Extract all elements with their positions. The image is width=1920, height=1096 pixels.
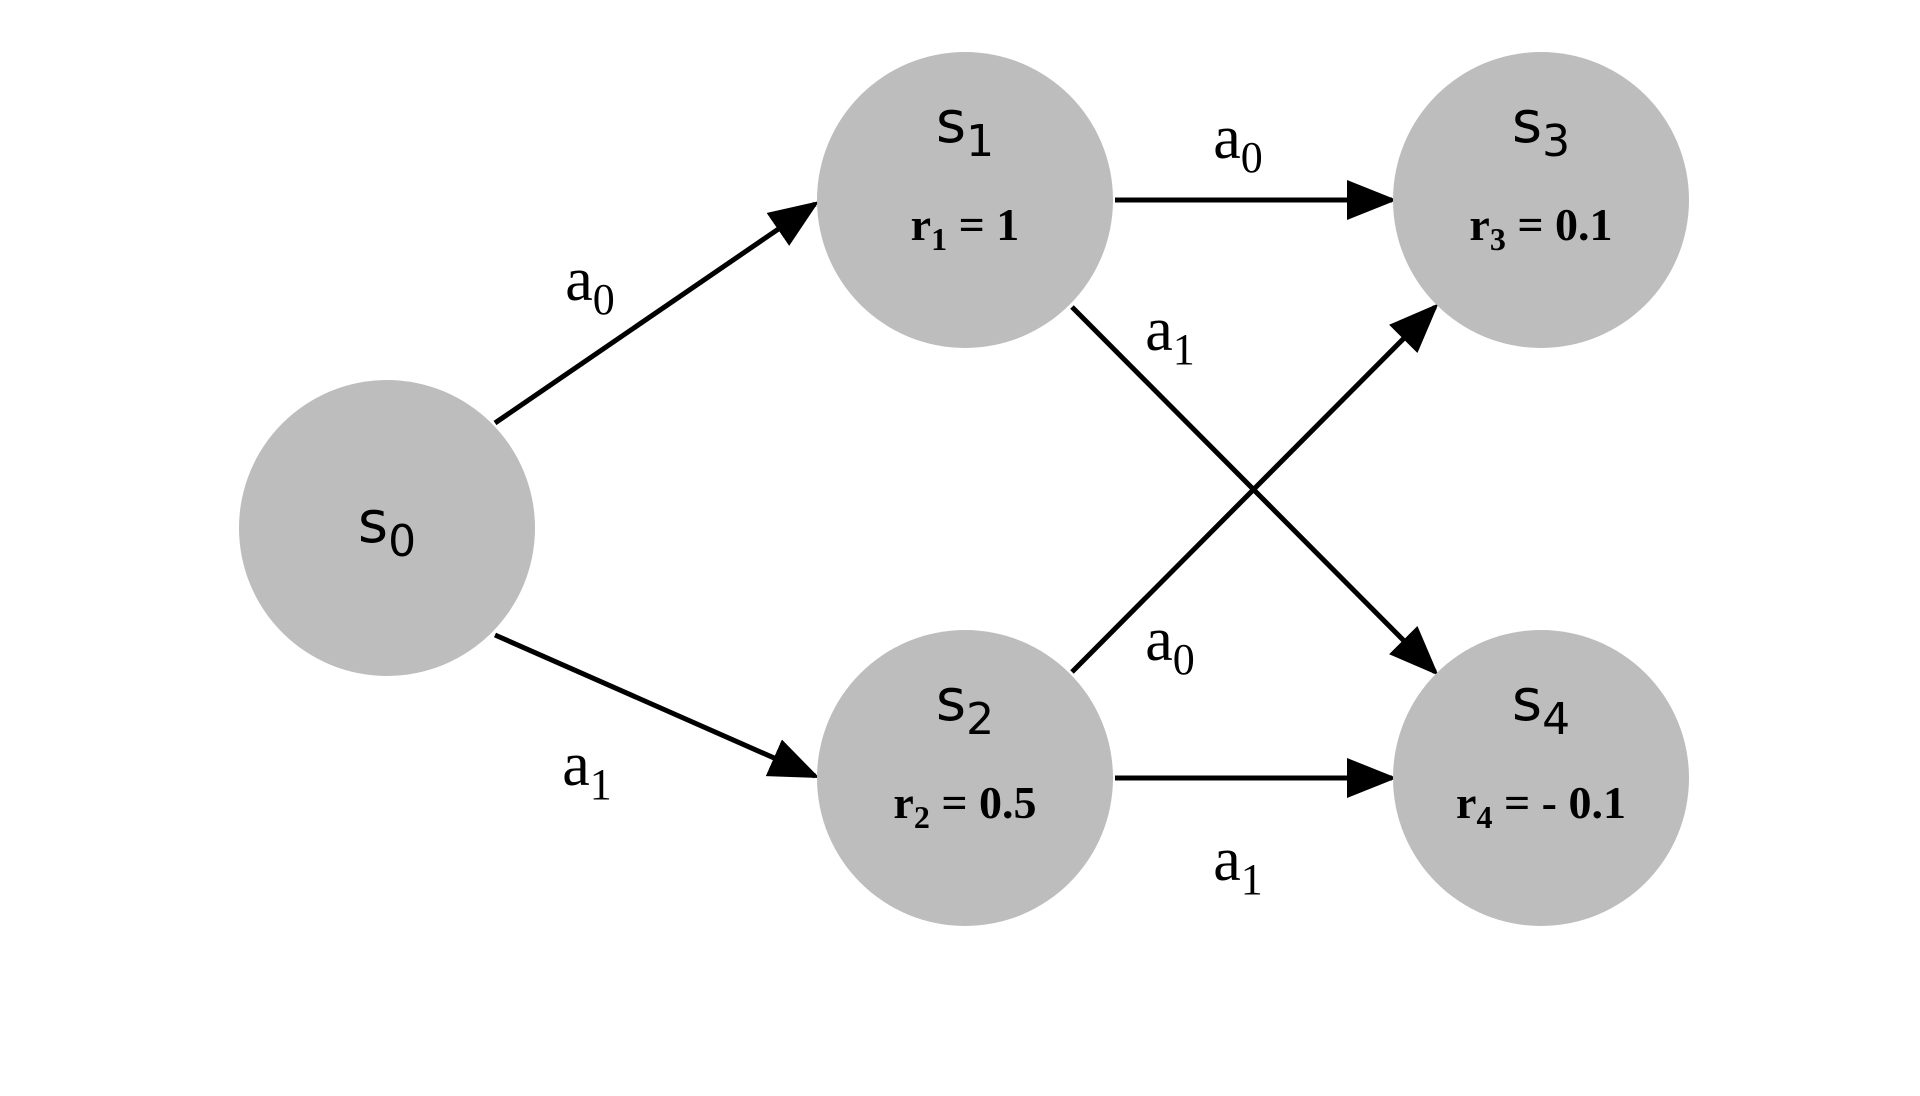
action-label-s1-s3-sub: 0 (1241, 133, 1263, 182)
state-circle-s4 (1393, 630, 1689, 926)
reward-label-s1-base: r (911, 199, 931, 250)
reward-label-s1-value: = 1 (947, 199, 1019, 250)
action-label-s0-s2-base: a (562, 731, 590, 799)
action-label-s0-s1: a0 (565, 246, 615, 324)
action-label-s1-s3-base: a (1213, 104, 1241, 172)
action-label-s1-s4: a1 (1145, 296, 1195, 374)
reward-label-s3-sub: 3 (1490, 221, 1506, 257)
reward-label-s1-sub: 1 (931, 221, 947, 257)
state-label-s0-sub: 0 (388, 516, 416, 567)
state-label-s2-base: s (936, 666, 966, 734)
edge-s2-s3 (1070, 303, 1439, 674)
action-label-s0-s2: a1 (562, 731, 612, 809)
reward-label-s1: r1 = 1 (911, 199, 1020, 257)
state-label-s4-base: s (1512, 666, 1542, 734)
action-label-s0-s2-sub: 1 (590, 760, 612, 809)
state-circle-s0 (239, 380, 535, 676)
state-label-s4: s4 (1512, 666, 1570, 745)
state-circle-s1 (817, 52, 1113, 348)
reward-label-s3: r3 = 0.1 (1469, 199, 1612, 257)
edge-s0-s2 (493, 632, 820, 779)
state-label-s0: s0 (358, 488, 416, 567)
reward-label-s2-value: = 0.5 (930, 777, 1037, 828)
action-label-s2-s4-sub: 1 (1241, 855, 1263, 904)
state-circle-s2 (817, 630, 1113, 926)
state-label-s1-sub: 1 (966, 116, 994, 167)
state-label-s4-sub: 4 (1542, 694, 1570, 745)
action-label-s2-s3-base: a (1145, 606, 1173, 674)
reward-label-s4-sub: 4 (1476, 799, 1492, 835)
reward-label-s2-sub: 2 (914, 799, 930, 835)
action-label-s2-s3-sub: 0 (1173, 635, 1195, 684)
state-label-s3: s3 (1512, 88, 1570, 167)
reward-label-s3-base: r (1469, 199, 1489, 250)
state-label-s2: s2 (936, 666, 994, 745)
reward-label-s2: r2 = 0.5 (893, 777, 1036, 835)
state-label-s3-sub: 3 (1542, 116, 1570, 167)
transition-edges (493, 180, 1439, 798)
action-label-s0-s1-sub: 0 (593, 275, 615, 324)
action-label-s0-s1-base: a (565, 246, 593, 314)
state-label-s0-base: s (358, 488, 388, 556)
reward-label-s3-value: = 0.1 (1506, 199, 1613, 250)
edge-s0-s1 (493, 201, 820, 426)
action-label-s1-s4-base: a (1145, 296, 1173, 364)
state-label-s1-base: s (936, 88, 966, 156)
action-label-s2-s3: a0 (1145, 606, 1195, 684)
state-node-s0: s0 (239, 380, 535, 676)
action-label-s2-s4: a1 (1213, 826, 1263, 904)
state-label-s2-sub: 2 (966, 694, 994, 745)
state-circle-s3 (1393, 52, 1689, 348)
reward-label-s4-base: r (1456, 777, 1476, 828)
reward-label-s4-value: = - 0.1 (1492, 777, 1626, 828)
reward-label-s4: r4 = - 0.1 (1456, 777, 1626, 835)
action-label-s1-s4-sub: 1 (1173, 325, 1195, 374)
action-label-s2-s4-base: a (1213, 826, 1241, 894)
state-label-s3-base: s (1512, 88, 1542, 156)
action-label-s1-s3: a0 (1213, 104, 1263, 182)
state-label-s1: s1 (936, 88, 994, 167)
reward-label-s2-base: r (893, 777, 913, 828)
